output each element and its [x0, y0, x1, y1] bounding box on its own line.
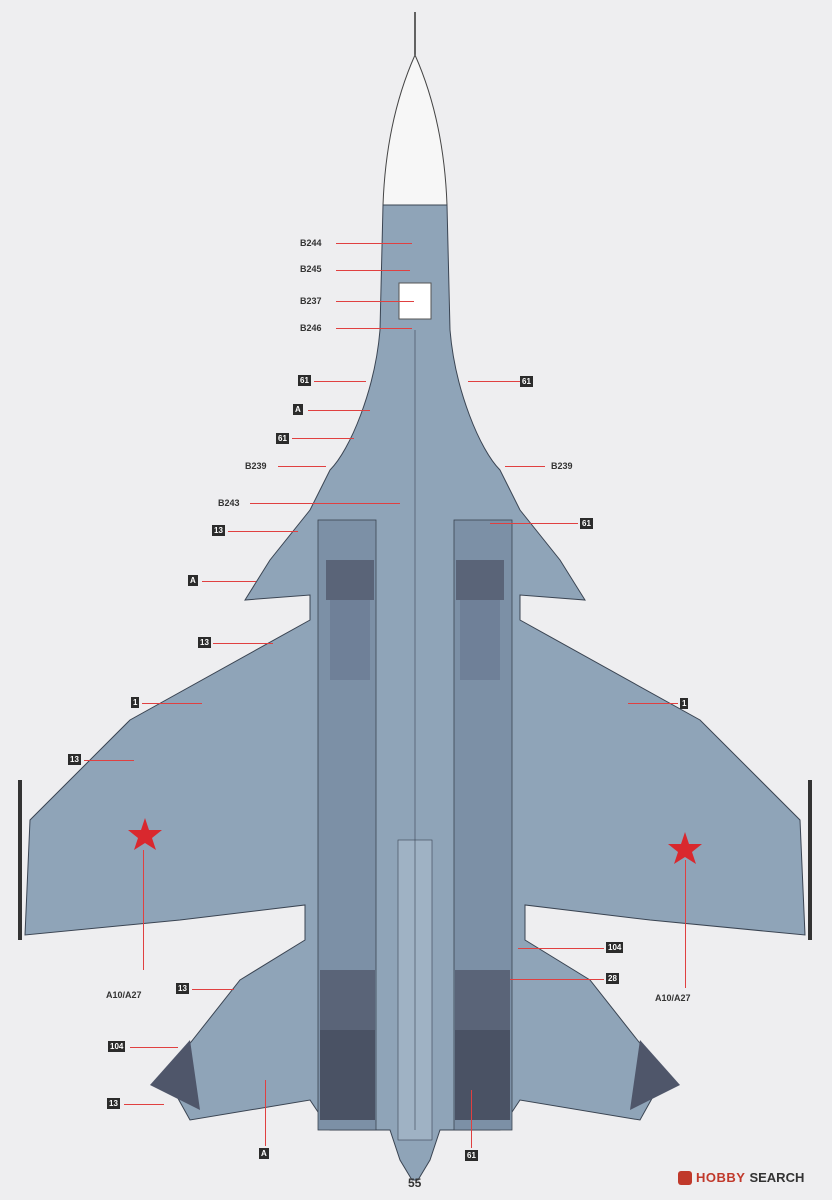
- leader-line: [685, 860, 686, 988]
- red-star-insignia-left: [128, 818, 162, 850]
- leader-line: [142, 703, 202, 704]
- leader-line: [336, 301, 414, 302]
- callout-b244: B244: [300, 238, 322, 248]
- callout-104-right: 104: [606, 942, 624, 953]
- callout-a10-a27-right: A10/A27: [655, 993, 691, 1003]
- leader-line: [336, 270, 410, 271]
- leader-line: [124, 1104, 164, 1105]
- leader-line: [250, 503, 400, 504]
- callout-13-wing-root: 13: [198, 637, 211, 648]
- page-number: 55: [408, 1176, 422, 1190]
- callout-13-wing-outer: 13: [68, 754, 81, 765]
- callout-61-right-mid: 61: [580, 518, 593, 529]
- leader-line: [143, 850, 144, 970]
- callout-a10-a27-left: A10/A27: [106, 990, 142, 1000]
- callout-1-left: 1: [131, 697, 140, 708]
- callout-a-canard: A: [188, 575, 198, 586]
- callout-a-stab: A: [259, 1148, 269, 1159]
- leader-line: [510, 979, 604, 980]
- leader-line: [628, 703, 678, 704]
- callout-b246: B246: [300, 323, 322, 333]
- red-star-insignia-right: [668, 832, 702, 864]
- leader-line: [336, 243, 412, 244]
- leader-line: [213, 643, 273, 644]
- leader-line: [505, 466, 545, 467]
- leader-line: [265, 1080, 266, 1146]
- callout-28-right: 28: [606, 973, 619, 984]
- callout-b243: B243: [218, 498, 240, 508]
- watermark-brand: HOBBY: [696, 1170, 746, 1185]
- leader-line: [471, 1090, 472, 1148]
- leader-line: [468, 381, 520, 382]
- leader-line: [292, 438, 354, 439]
- callout-13-stab: 13: [176, 983, 189, 994]
- callout-13-stab-tip: 13: [107, 1098, 120, 1109]
- callout-61-nozzle: 61: [465, 1150, 478, 1161]
- callout-a-upper: A: [293, 404, 303, 415]
- callout-b239-left: B239: [245, 461, 267, 471]
- watermark: HOBBY SEARCH: [678, 1170, 804, 1185]
- callout-61-left-upper: 61: [298, 375, 311, 386]
- callout-61-left-mid: 61: [276, 433, 289, 444]
- leader-line: [130, 1047, 178, 1048]
- callout-104-left: 104: [108, 1041, 126, 1052]
- callout-13-canard: 13: [212, 525, 225, 536]
- leader-line: [336, 328, 412, 329]
- callout-61-right-upper: 61: [520, 376, 533, 387]
- leader-line: [228, 531, 298, 532]
- callout-b245: B245: [300, 264, 322, 274]
- leader-line: [192, 989, 234, 990]
- leader-line: [490, 523, 578, 524]
- leader-line: [84, 760, 134, 761]
- leader-line: [518, 948, 604, 949]
- leader-line: [202, 581, 256, 582]
- callout-b237: B237: [300, 296, 322, 306]
- brand-logo-icon: [678, 1170, 692, 1185]
- callout-1-right: 1: [680, 698, 689, 709]
- leader-line: [308, 410, 370, 411]
- callout-b239-right: B239: [551, 461, 573, 471]
- leader-line: [314, 381, 366, 382]
- leader-line: [278, 466, 326, 467]
- watermark-suffix: SEARCH: [749, 1170, 805, 1185]
